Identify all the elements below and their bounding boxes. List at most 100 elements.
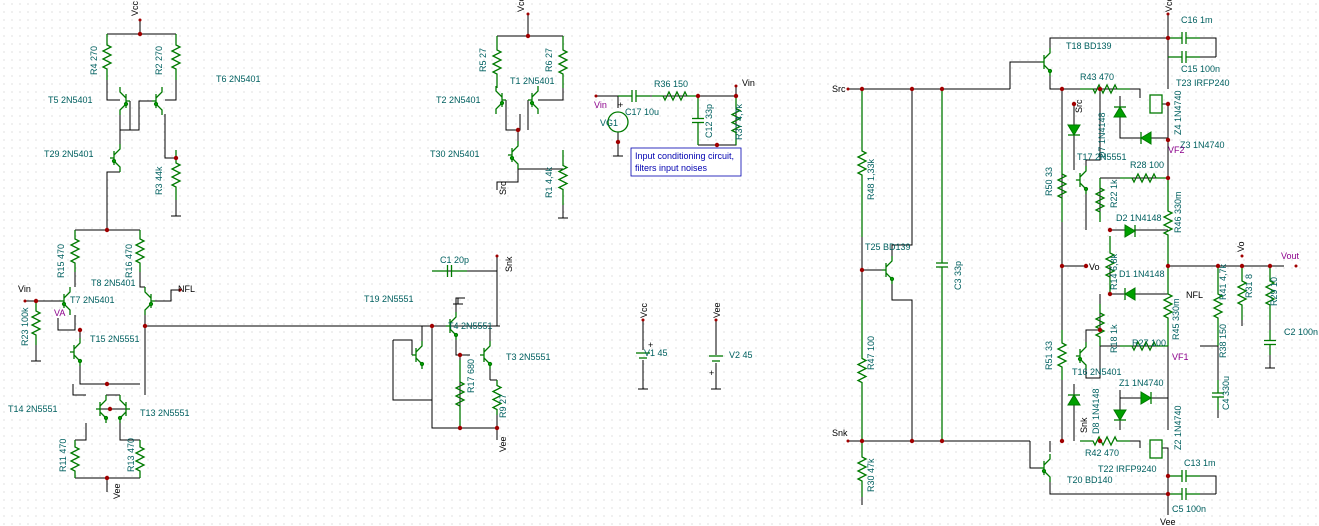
component-label: C12 33p [704, 104, 714, 138]
component-label: R9 27 [498, 394, 508, 418]
wire [165, 80, 177, 101]
transistor-arrow [419, 361, 425, 367]
component-label: R45 330m [1171, 298, 1181, 340]
transistor-arrow [123, 101, 129, 107]
junction-dot [1165, 101, 1171, 107]
junction-dot [1165, 35, 1171, 41]
component-label: Vo [1236, 241, 1246, 252]
junction-dot [137, 31, 143, 37]
transistor-collector [99, 395, 107, 407]
transistor-arrow [1083, 186, 1089, 192]
component-label: Snk [832, 428, 848, 438]
junction-dot [1239, 263, 1245, 269]
component-label: R48 1,33k [866, 158, 876, 200]
mosfet-icon [1149, 439, 1163, 459]
wire [431, 326, 497, 429]
transistor-collector [119, 395, 127, 407]
component-label: T25 BD139 [865, 242, 911, 252]
junction-dot [104, 381, 110, 387]
component-label: R5 27 [478, 48, 488, 72]
junctions-layer [23, 12, 1298, 497]
wire [1009, 61, 1040, 89]
wire [1061, 222, 1086, 267]
wire [1200, 37, 1217, 57]
wire [496, 169, 519, 190]
transistor-arrow [453, 332, 459, 338]
transistor-collector [885, 256, 893, 268]
junction-dot [1059, 438, 1065, 444]
component-label: T29 2N5401 [44, 149, 94, 159]
component-label: R4 270 [89, 46, 99, 75]
wire [75, 423, 87, 441]
junction-dot [939, 86, 945, 92]
transistor-collector [531, 86, 539, 98]
junction-dot [457, 425, 463, 431]
wire [421, 325, 446, 341]
component-label: R27 100 [1132, 338, 1166, 348]
component-label: R6 27 [544, 48, 554, 72]
component-label: C17 10u [625, 107, 659, 117]
component-label: C16 1m [1181, 15, 1213, 25]
transistor-emitter [495, 102, 503, 114]
component-label: R37 4,7k [734, 103, 744, 140]
transistor-emitter [63, 303, 71, 315]
component-label: Z1 1N4740 [1119, 378, 1164, 388]
component-label: Vin [594, 100, 607, 110]
resistor [856, 300, 868, 441]
component-label: Vout [1281, 251, 1300, 261]
resistor [1120, 172, 1168, 184]
component-label: Src [1074, 99, 1084, 113]
transistor-arrow [103, 415, 109, 421]
component-label: T23 IRFP240 [1176, 78, 1230, 88]
terminal-pin [846, 439, 850, 443]
transistor-collector [495, 86, 503, 98]
component-label: D2 1N4148 [1116, 213, 1162, 223]
wire [505, 100, 521, 131]
component-label: T6 2N5401 [216, 74, 261, 84]
transistor-collector [449, 312, 457, 324]
resistor [491, 36, 503, 88]
junction-dot [77, 327, 83, 333]
transistor-collector [1079, 342, 1087, 354]
component-label: R23 100k [20, 307, 30, 346]
component-label: R2 270 [154, 46, 164, 75]
component-label: T30 2N5401 [430, 149, 480, 159]
component-label: T3 2N5551 [506, 352, 551, 362]
junction-dot [525, 33, 531, 39]
transistor-collector [483, 341, 491, 353]
wire [106, 80, 120, 101]
terminal-pin [1240, 254, 1244, 258]
transistor-arrow [487, 361, 493, 367]
component-label: VG1 [600, 118, 618, 128]
terminal-pin [495, 254, 499, 258]
junction-dot [1215, 263, 1221, 269]
wire [489, 310, 498, 341]
transistor-arrow [111, 158, 117, 164]
wire [1049, 37, 1168, 48]
devices-layer [30, 32, 1276, 500]
resistor [69, 230, 81, 272]
component-label: T22 IRFP9240 [1098, 464, 1157, 474]
component-label: T8 2N5401 [91, 278, 136, 288]
component-label: Vin [18, 284, 31, 294]
resistor [1080, 83, 1130, 95]
junction-dot [859, 267, 865, 273]
resistor [730, 96, 742, 145]
component-label: VF2 [1168, 145, 1185, 155]
wire [1049, 76, 1141, 98]
transistor-arrow [1041, 468, 1047, 474]
component-label: Vo [1089, 262, 1100, 272]
component-label: C2 100n [1284, 327, 1318, 337]
component-label: R11 470 [58, 439, 68, 472]
junction-dot [104, 475, 110, 481]
resistor [170, 150, 182, 200]
terminal-pin [846, 87, 850, 91]
component-label: Vee [712, 302, 722, 318]
resistor [1104, 236, 1116, 294]
component-label: R41 4,7k [1218, 263, 1228, 300]
resistor [69, 440, 81, 478]
wires-layer [25, 14, 1284, 515]
wire [72, 384, 86, 396]
